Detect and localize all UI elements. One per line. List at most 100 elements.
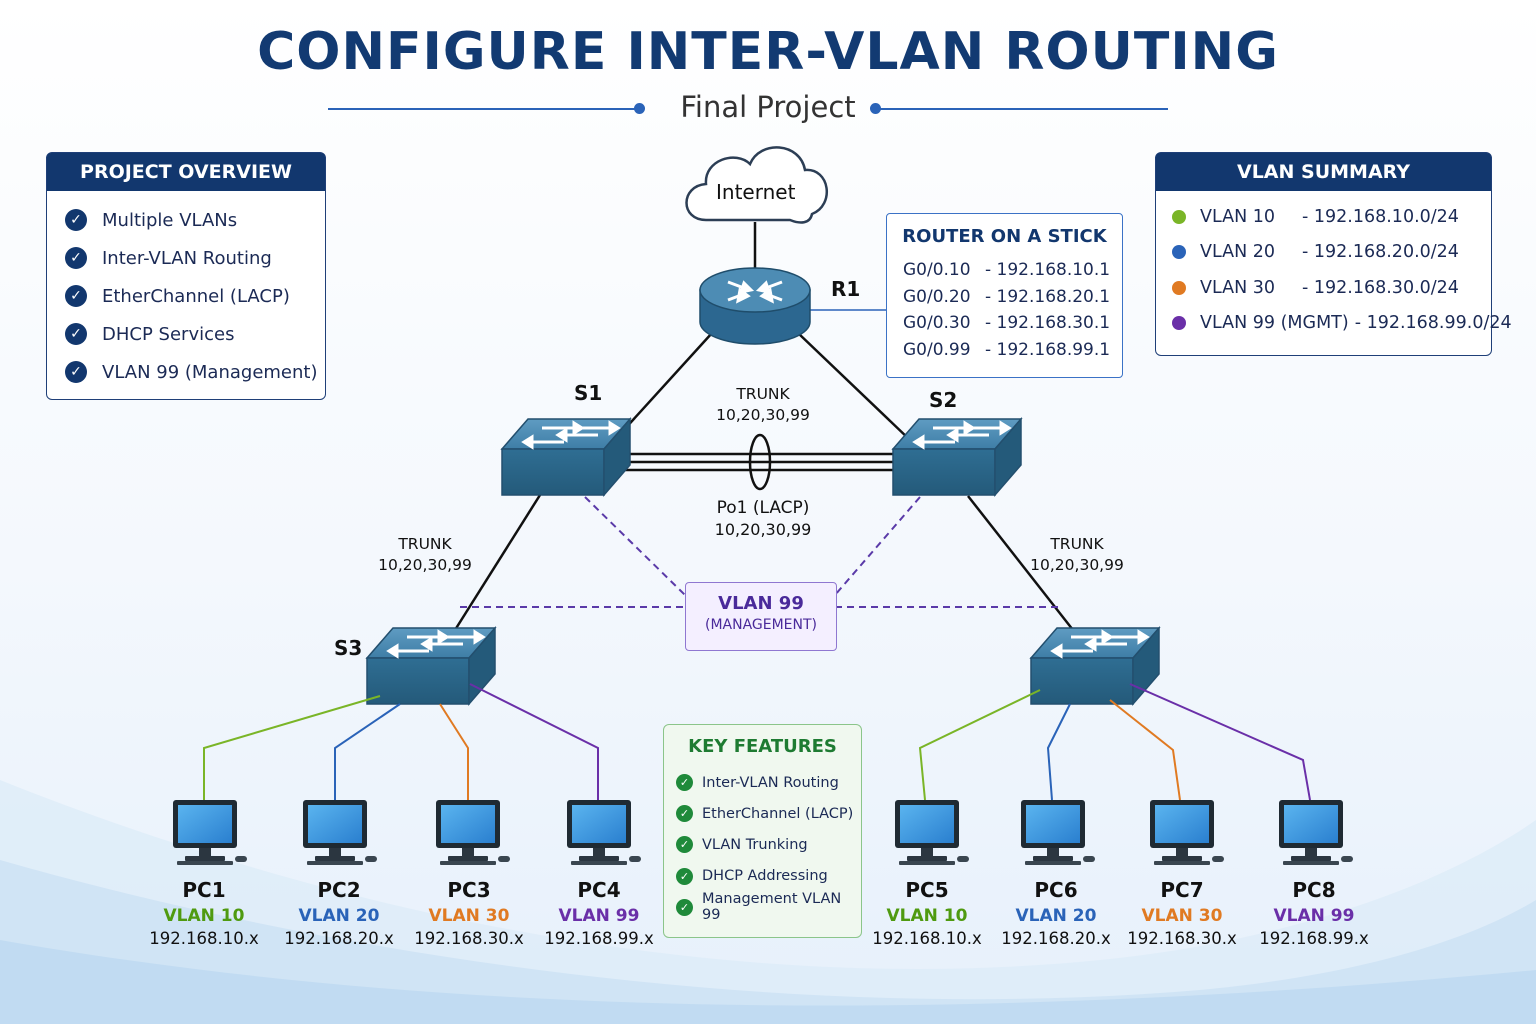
feature-label: EtherChannel (LACP) bbox=[702, 805, 854, 822]
po1-etherchannel bbox=[622, 452, 898, 472]
vlan-summary-row: VLAN 20 - 192.168.20.0/24 bbox=[1156, 235, 1491, 271]
pc8-computer-icon bbox=[1279, 800, 1353, 865]
pc5-computer-icon bbox=[895, 800, 969, 865]
check-icon: ✓ bbox=[65, 323, 87, 345]
pc-name: PC8 bbox=[1292, 878, 1336, 902]
r1-s1-link bbox=[621, 332, 713, 433]
pc5-label-block: PC5 VLAN 10 192.168.10.x bbox=[857, 878, 997, 948]
subinterface-ip: - 192.168.99.1 bbox=[985, 339, 1111, 360]
pc-ip: 192.168.99.x bbox=[544, 929, 654, 948]
check-icon: ✓ bbox=[676, 867, 693, 885]
subinterface-row: G0/0.99 - 192.168.99.1 bbox=[903, 337, 1122, 364]
vlan-name: VLAN 20 bbox=[1200, 242, 1276, 263]
overview-item: ✓ Inter-VLAN Routing bbox=[65, 239, 325, 277]
pc3-computer-icon bbox=[436, 800, 510, 865]
pc-name: PC5 bbox=[905, 878, 949, 902]
page-subtitle: Final Project bbox=[680, 90, 856, 124]
pc6-label-block: PC6 VLAN 20 192.168.20.x bbox=[986, 878, 1126, 948]
pc-vlan: VLAN 99 bbox=[1273, 906, 1355, 926]
router-r1-label: R1 bbox=[831, 277, 861, 301]
check-icon: ✓ bbox=[676, 898, 693, 916]
overview-item-label: Inter-VLAN Routing bbox=[102, 247, 272, 269]
trunk-label: TRUNK bbox=[1050, 535, 1104, 553]
check-icon: ✓ bbox=[676, 836, 693, 854]
right-trunk-label: TRUNK 10,20,30,99 bbox=[1022, 534, 1132, 576]
pc-name: PC3 bbox=[447, 878, 491, 902]
vlan10-color-dot bbox=[1172, 209, 1186, 224]
overview-item-label: DHCP Services bbox=[102, 323, 235, 345]
check-icon: ✓ bbox=[676, 805, 693, 823]
vlan-name: VLAN 30 bbox=[1200, 277, 1276, 298]
router-r1-icon bbox=[699, 267, 811, 345]
pc-name: PC4 bbox=[577, 878, 621, 902]
pc-ip: 192.168.10.x bbox=[872, 929, 982, 948]
lacp-bundle-ring bbox=[748, 433, 772, 491]
project-overview-heading: PROJECT OVERVIEW bbox=[47, 153, 325, 191]
vlan30-color-dot bbox=[1172, 280, 1186, 295]
pc4-label-block: PC4 VLAN 99 192.168.99.x bbox=[529, 878, 669, 948]
switch-s2-icon bbox=[891, 417, 1023, 497]
trunk-label: TRUNK bbox=[398, 535, 452, 553]
router-on-a-stick-panel: ROUTER ON A STICK G0/0.10- 192.168.10.1 … bbox=[886, 213, 1123, 378]
check-icon: ✓ bbox=[65, 247, 87, 269]
pc1-label-block: PC1 VLAN 10 192.168.10.x bbox=[134, 878, 274, 948]
project-overview-panel: PROJECT OVERVIEW ✓ Multiple VLANs ✓ Inter-… bbox=[46, 152, 326, 400]
subtitle-divider-right bbox=[880, 108, 1168, 110]
subinterface-name: G0/0.99 bbox=[903, 339, 971, 360]
left-trunk-label: TRUNK 10,20,30,99 bbox=[370, 534, 480, 576]
check-icon: ✓ bbox=[65, 209, 87, 231]
pc-name: PC7 bbox=[1160, 878, 1204, 902]
subinterface-row: G0/0.30- 192.168.30.1 bbox=[903, 310, 1122, 337]
vlan-network: - 192.168.10.0/24 bbox=[1302, 206, 1459, 227]
subtitle-divider-dot-right bbox=[870, 103, 881, 114]
pc-name: PC1 bbox=[182, 878, 226, 902]
vlan99-management-box: VLAN 99 (MANAGEMENT) bbox=[685, 582, 837, 651]
feature-label: Inter-VLAN Routing bbox=[702, 774, 839, 791]
pc7-computer-icon bbox=[1150, 800, 1224, 865]
vlan-network: - 192.168.20.0/24 bbox=[1302, 242, 1459, 263]
po1-name: Po1 (LACP) bbox=[716, 498, 810, 518]
pc6-computer-icon bbox=[1021, 800, 1095, 865]
key-features-panel: KEY FEATURES ✓ Inter-VLAN Routing ✓ EtherC… bbox=[663, 724, 862, 938]
s4-access-links bbox=[918, 683, 1311, 801]
overview-item-label: Multiple VLANs bbox=[102, 209, 238, 231]
pc-vlan: VLAN 30 bbox=[428, 906, 510, 926]
pc-ip: 192.168.99.x bbox=[1259, 929, 1369, 948]
subinterface-row: G0/0.20- 192.168.20.1 bbox=[903, 284, 1122, 311]
pc1-computer-icon bbox=[173, 800, 247, 865]
overview-item: ✓VLAN 99 (Management) bbox=[65, 353, 325, 391]
pc-name: PC2 bbox=[317, 878, 361, 902]
page-title: CONFIGURE INTER-VLAN ROUTING bbox=[257, 22, 1279, 82]
pc-vlan: VLAN 30 bbox=[1141, 906, 1223, 926]
pc2-computer-icon bbox=[303, 800, 377, 865]
feature-item: ✓ EtherChannel (LACP) bbox=[676, 798, 861, 829]
subinterface-row: G0/0.10- 192.168.10.1 bbox=[903, 257, 1122, 284]
check-icon: ✓ bbox=[676, 774, 693, 792]
vlan-network: - 192.168.30.0/24 bbox=[1302, 277, 1459, 298]
s1-s3-trunk bbox=[453, 494, 542, 631]
pc-name: PC6 bbox=[1034, 878, 1078, 902]
overview-item: ✓EtherChannel (LACP) bbox=[65, 277, 325, 315]
feature-item: ✓Management VLAN 99 bbox=[676, 891, 861, 923]
subinterface-ip: - 192.168.30.1 bbox=[985, 313, 1111, 334]
router-on-a-stick-heading: ROUTER ON A STICK bbox=[902, 226, 1107, 247]
check-icon: ✓ bbox=[65, 285, 87, 307]
feature-label: DHCP Addressing bbox=[702, 868, 828, 885]
vlan-summary-row: VLAN 30 - 192.168.30.0/24 bbox=[1156, 270, 1491, 306]
vlan-name: VLAN 10 bbox=[1200, 206, 1276, 227]
key-features-heading: KEY FEATURES bbox=[688, 736, 837, 757]
feature-item: ✓ Inter-VLAN Routing bbox=[676, 767, 861, 798]
internet-label: Internet bbox=[716, 180, 796, 204]
pc-ip: 192.168.30.x bbox=[1127, 929, 1237, 948]
vlan-summary-heading: VLAN SUMMARY bbox=[1156, 153, 1491, 191]
vlan-network: - 192.168.99.0/24 bbox=[1354, 313, 1512, 334]
pc7-label-block: PC7 VLAN 30 192.168.30.x bbox=[1112, 878, 1252, 948]
vlan99-management-links bbox=[460, 496, 1060, 608]
trunk-vlans: 10,20,30,99 bbox=[1030, 556, 1124, 574]
pc-vlan: VLAN 99 bbox=[558, 906, 640, 926]
pc-ip: 192.168.30.x bbox=[414, 929, 524, 948]
check-icon: ✓ bbox=[65, 361, 87, 383]
switch-s3-icon bbox=[365, 626, 497, 706]
overview-item: ✓ DHCP Services bbox=[65, 315, 325, 353]
